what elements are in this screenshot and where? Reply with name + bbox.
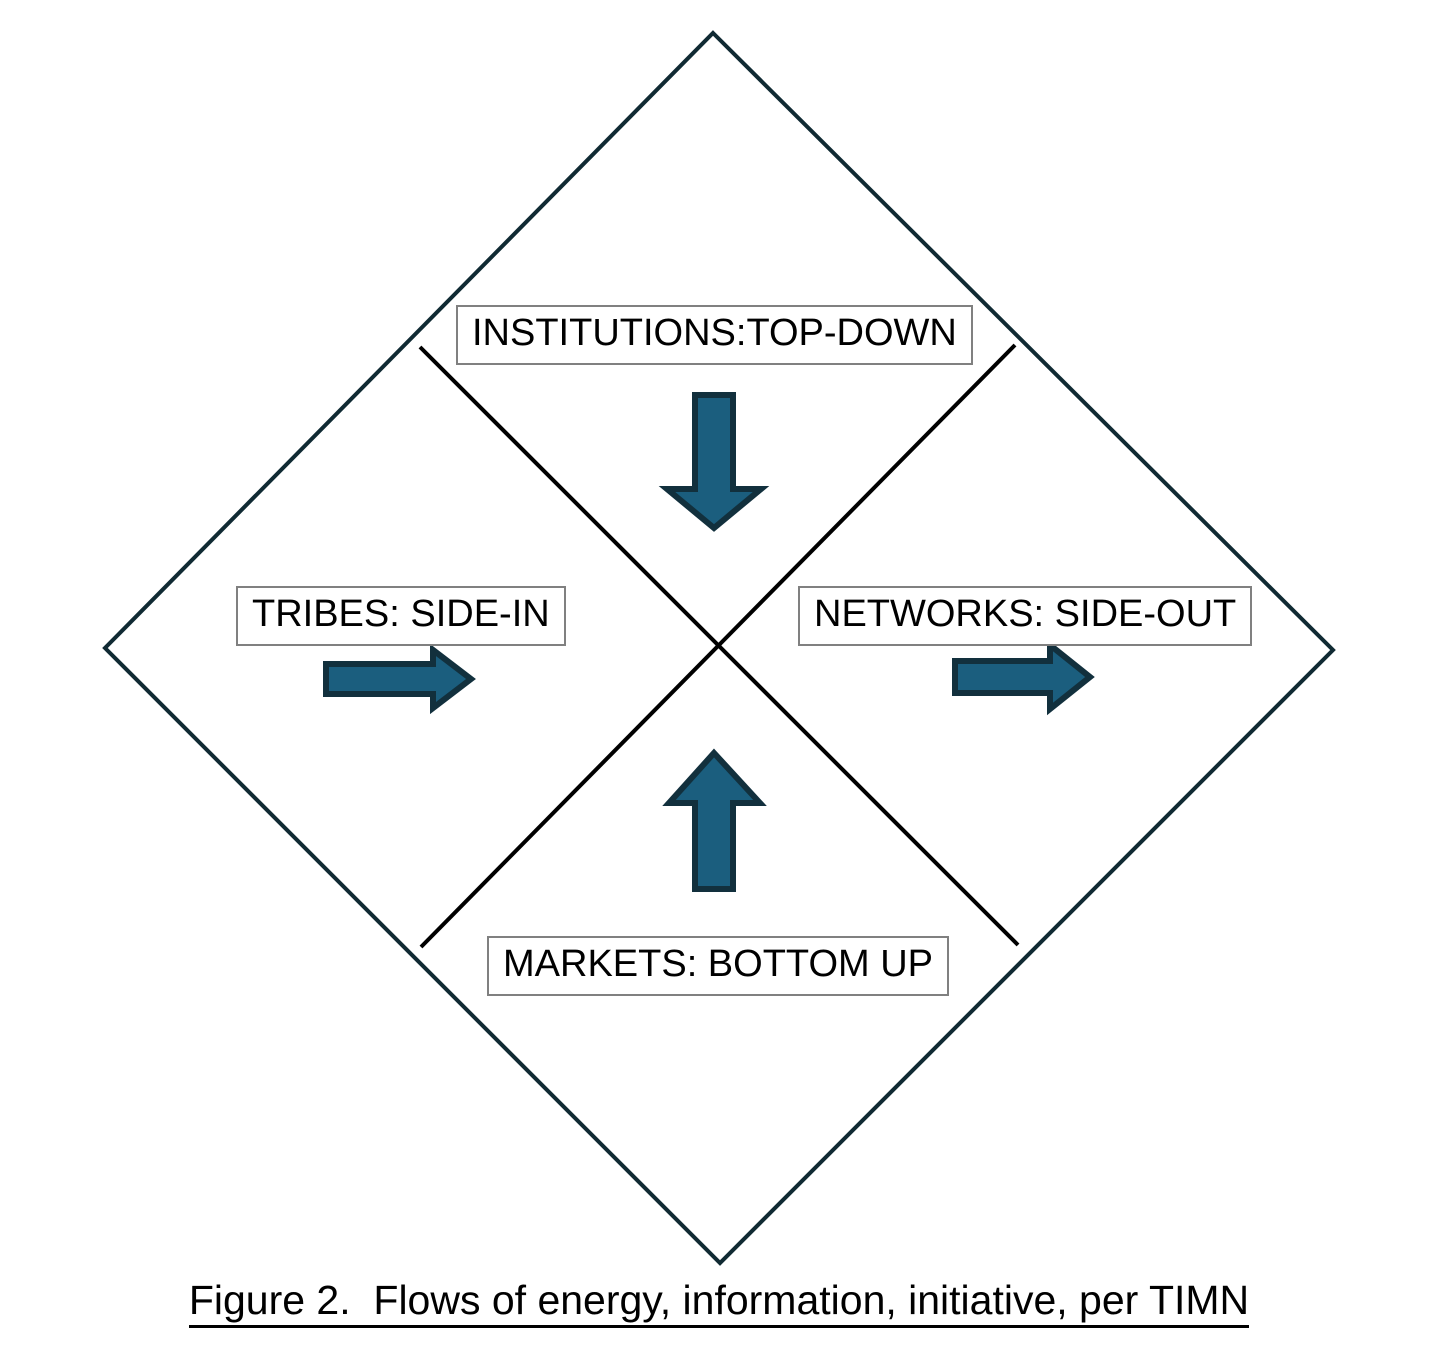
quadrant-label-networks: NETWORKS: SIDE-OUT	[798, 586, 1253, 646]
arrow-right-inward-icon	[323, 643, 476, 715]
arrow-up-icon	[662, 748, 767, 892]
figure-caption-text: Figure 2. Flows of energy, information, …	[188, 1277, 1250, 1329]
figure-caption: Figure 2. Flows of energy, information, …	[0, 1277, 1438, 1329]
arrow-down-icon	[658, 392, 770, 532]
quadrant-divider-ne-sw	[419, 343, 1017, 949]
arrow-right-outward-icon	[952, 638, 1095, 716]
quadrant-label-markets: MARKETS: BOTTOM UP	[487, 936, 950, 996]
outer-diamond-outline	[102, 30, 1336, 1266]
quadrant-label-tribes-text: TRIBES: SIDE-IN	[252, 593, 550, 635]
quadrant-label-tribes: TRIBES: SIDE-IN	[236, 586, 566, 646]
quadrant-label-institutions: INSTITUTIONS:TOP-DOWN	[456, 305, 973, 365]
quadrant-label-networks-text: NETWORKS: SIDE-OUT	[814, 593, 1237, 635]
quadrant-label-institutions-text: INSTITUTIONS:TOP-DOWN	[472, 312, 957, 354]
quadrant-label-markets-text: MARKETS: BOTTOM UP	[503, 943, 934, 985]
